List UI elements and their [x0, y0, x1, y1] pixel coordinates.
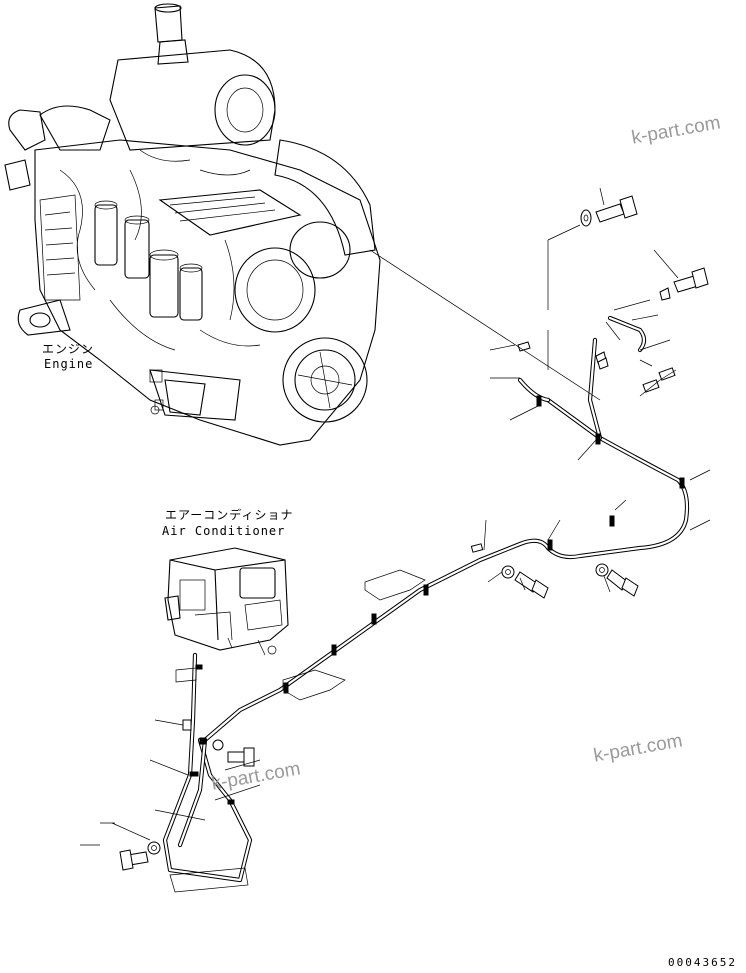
washer-icon [147, 841, 161, 855]
air-conditioner-unit [164, 547, 289, 656]
engine-assembly [4, 3, 381, 446]
bolt-icon [606, 569, 639, 597]
drawing-code: 00043652 [668, 956, 737, 969]
callout-leaders [80, 187, 711, 893]
nut-icon [658, 367, 676, 381]
washer-icon [501, 565, 515, 579]
engine-label-en: Engine [44, 357, 94, 371]
clip-icon [659, 287, 671, 301]
nut-icon [470, 543, 484, 553]
aircon-label-en: Air Conditioner [162, 524, 286, 538]
nut-icon [642, 379, 660, 393]
engine-label-jp: エンジン [42, 342, 95, 356]
washer-icon [212, 739, 224, 751]
aircon-label-jp: エアーコンディショナ [165, 508, 294, 522]
bolt-icon [119, 849, 149, 871]
bolt-icon [673, 267, 709, 293]
washer-icon [580, 209, 592, 227]
ac-hose-routing [162, 315, 690, 883]
nut-icon [182, 719, 192, 731]
bolt-icon [514, 571, 549, 599]
clip-icon [595, 351, 609, 370]
bolt-icon [227, 747, 255, 767]
bolt-icon [595, 195, 638, 223]
washer-icon [595, 563, 609, 577]
clip-icon [517, 341, 531, 352]
